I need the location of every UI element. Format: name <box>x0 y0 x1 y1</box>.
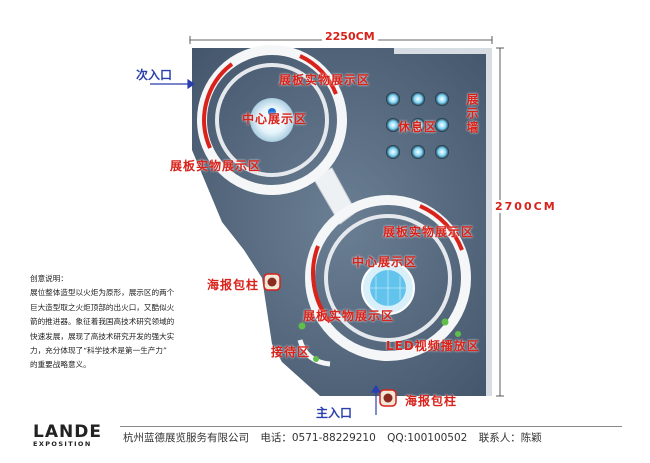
zone-panel-display-lower-right: 展板实物展示区 <box>383 225 475 239</box>
contact-person: 联系人：陈颖 <box>478 432 542 444</box>
description-line: 力，充分体现了“科学技术是第一生产力” <box>30 346 167 356</box>
zone-center-display-upper: 中心展示区 <box>242 112 308 126</box>
zone-poster-column-left: 海报包柱 <box>207 278 260 292</box>
contact-info: 杭州蓝德展览服务有限公司 电话：0571-88229210 QQ:1001005… <box>123 430 550 445</box>
reception-desk <box>297 339 331 367</box>
width-dimension-label: 2250CM <box>322 30 378 43</box>
secondary-entrance-label: 次入口 <box>136 68 173 82</box>
logo-sub: EXPOSITION <box>33 440 92 448</box>
zone-panel-display-upper-left: 展板实物展示区 <box>170 159 262 173</box>
zone-display-wall: 展示墙 <box>465 93 479 135</box>
description-title: 创意说明： <box>30 274 68 283</box>
zone-rest-area: 休息区 <box>398 120 438 134</box>
display-wall-side <box>486 48 492 396</box>
zone-panel-display-lower-left: 展板实物展示区 <box>303 309 395 323</box>
rest-area-lights <box>386 92 449 159</box>
main-entrance-label: 主入口 <box>316 406 353 420</box>
poster-column-left <box>263 273 281 291</box>
zone-led-area: LED视频播放区 <box>386 339 480 353</box>
description-line: 展位整体造型以火炬为原形，展示区的两个 <box>30 288 175 298</box>
zone-center-display-lower: 中心展示区 <box>352 255 418 269</box>
height-dimension-label: 2700CM <box>495 200 557 213</box>
footer-divider <box>120 426 622 427</box>
poster-column-bottom <box>379 389 397 407</box>
description-line: 快速发展，展现了高技术研究开发的强大实 <box>30 331 175 341</box>
secondary-entrance-arrow <box>150 78 196 90</box>
main-entrance-arrow <box>370 384 382 415</box>
phone-number: 电话：0571-88229210 <box>260 432 376 444</box>
description-line: 的重要战略意义。 <box>30 360 91 370</box>
upper-ring <box>197 45 347 195</box>
plants <box>298 318 461 362</box>
footer <box>0 426 650 459</box>
display-wall <box>394 48 492 54</box>
company-name: 杭州蓝德展览服务有限公司 <box>123 432 249 444</box>
logo-main: LANDE <box>33 422 102 442</box>
creative-description: 创意说明： 展位整体造型以火炬为原形，展示区的两个 巨大造型取之火炬顶部的出火口… <box>30 272 208 373</box>
dimension-line-right <box>496 47 504 397</box>
description-line: 巨大造型取之火炬顶部的出火口，又酷似火 <box>30 302 175 312</box>
zone-poster-column-bottom: 海报包柱 <box>405 394 458 408</box>
lower-ring <box>305 195 471 361</box>
qq-number: QQ:100100502 <box>387 432 468 444</box>
description-line: 箭的推进器。象征着我国高技术研究领域的 <box>30 317 175 327</box>
zone-panel-display-upper-right: 展板实物展示区 <box>279 73 371 87</box>
zone-reception: 接待区 <box>271 345 311 359</box>
